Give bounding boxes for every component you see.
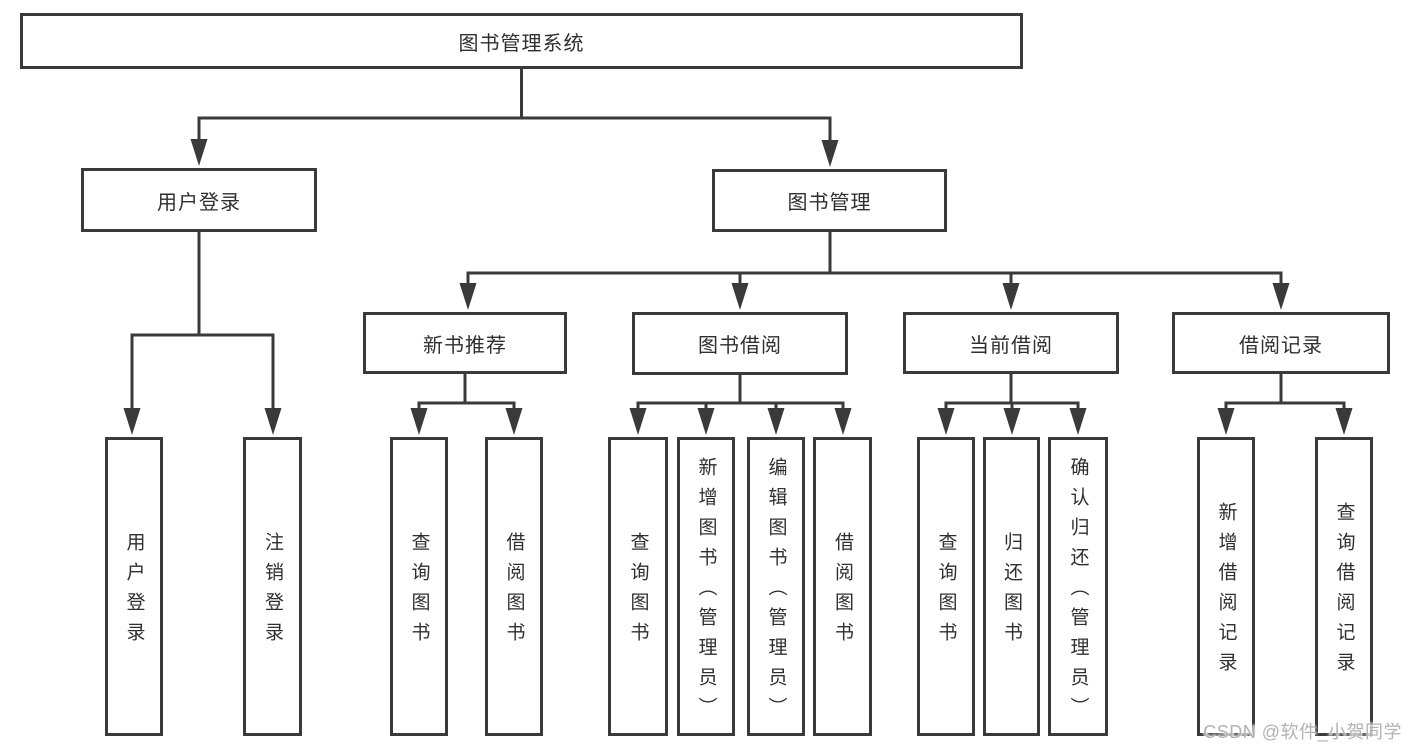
arrow-down-icon bbox=[1272, 283, 1290, 310]
node-borrowing-records: 借阅记录 bbox=[1172, 312, 1390, 374]
arrow-down-icon bbox=[629, 408, 647, 435]
leaf-logout: 注销登录 bbox=[243, 437, 302, 736]
connector-login-to-leaves bbox=[130, 232, 275, 413]
leaf-add-books-admin: 新增图书（管理员） bbox=[677, 437, 735, 736]
leaf-query-borrow-record: 查询借阅记录 bbox=[1315, 437, 1373, 736]
leaf-label: 查询图书 bbox=[935, 532, 957, 652]
watermark: CSDN @软件_小贺同学 bbox=[1203, 722, 1402, 742]
leaf-return-books: 归还图书 bbox=[983, 437, 1040, 736]
leaf-confirm-return-admin: 确认归还（管理员） bbox=[1048, 437, 1108, 736]
leaf-label: 确认归还（管理员） bbox=[1067, 457, 1089, 727]
leaf-label: 注销登录 bbox=[262, 532, 283, 652]
connector-newbook-to-leaves bbox=[417, 374, 516, 413]
connector-root-to-level2 bbox=[197, 69, 832, 147]
leaf-label: 新增图书（管理员） bbox=[695, 457, 717, 727]
node-book-management: 图书管理 bbox=[712, 169, 947, 232]
arrow-down-icon bbox=[937, 408, 955, 435]
node-root-system: 图书管理系统 bbox=[20, 13, 1023, 69]
node-user-login: 用户登录 bbox=[81, 168, 317, 232]
connector-borrow-to-leaves bbox=[636, 375, 845, 413]
leaf-borrow-books: 借阅图书 bbox=[813, 437, 872, 736]
leaf-label: 查询图书 bbox=[627, 532, 649, 652]
arrow-down-icon bbox=[834, 408, 852, 435]
leaf-user-login: 用户登录 bbox=[105, 437, 163, 736]
arrow-down-icon bbox=[1069, 408, 1087, 435]
arrow-down-icon bbox=[264, 408, 282, 435]
leaf-label: 借阅图书 bbox=[832, 532, 853, 652]
arrow-down-icon bbox=[459, 283, 477, 310]
node-book-borrowing: 图书借阅 bbox=[632, 312, 848, 375]
arrow-down-icon bbox=[1217, 408, 1235, 435]
arrow-down-icon bbox=[697, 408, 715, 435]
arrow-down-icon bbox=[410, 408, 428, 435]
leaf-label: 借阅图书 bbox=[503, 532, 525, 652]
node-current-borrowing: 当前借阅 bbox=[903, 312, 1119, 374]
arrow-down-icon bbox=[1002, 283, 1020, 310]
leaf-query-books-borrowing: 查询图书 bbox=[608, 437, 668, 736]
leaf-query-books-recommend: 查询图书 bbox=[390, 437, 448, 736]
connector-record-to-leaves bbox=[1224, 374, 1346, 413]
leaf-add-borrow-record: 新增借阅记录 bbox=[1197, 437, 1255, 736]
connector-current-to-leaves bbox=[944, 374, 1080, 413]
arrow-down-icon bbox=[505, 408, 523, 435]
node-new-book-recommend: 新书推荐 bbox=[363, 312, 567, 374]
leaf-label: 查询借阅记录 bbox=[1333, 502, 1355, 682]
arrow-down-icon bbox=[123, 408, 141, 435]
arrow-down-icon bbox=[1335, 408, 1353, 435]
arrow-down-icon bbox=[1003, 408, 1021, 435]
leaf-label: 新增借阅记录 bbox=[1215, 502, 1237, 682]
connector-mgmt-to-level3 bbox=[466, 232, 1283, 288]
leaf-borrow-books-recommend: 借阅图书 bbox=[485, 437, 543, 736]
arrow-down-icon bbox=[767, 408, 785, 435]
arrow-down-icon bbox=[821, 140, 839, 167]
leaf-query-books-current: 查询图书 bbox=[917, 437, 975, 736]
leaf-edit-books-admin: 编辑图书（管理员） bbox=[747, 437, 805, 736]
leaf-label: 用户登录 bbox=[123, 532, 145, 652]
leaf-label: 编辑图书（管理员） bbox=[765, 457, 787, 727]
leaf-label: 查询图书 bbox=[408, 532, 430, 652]
arrow-down-icon bbox=[731, 283, 749, 310]
leaf-label: 归还图书 bbox=[1001, 532, 1022, 652]
arrow-down-icon bbox=[190, 139, 208, 166]
